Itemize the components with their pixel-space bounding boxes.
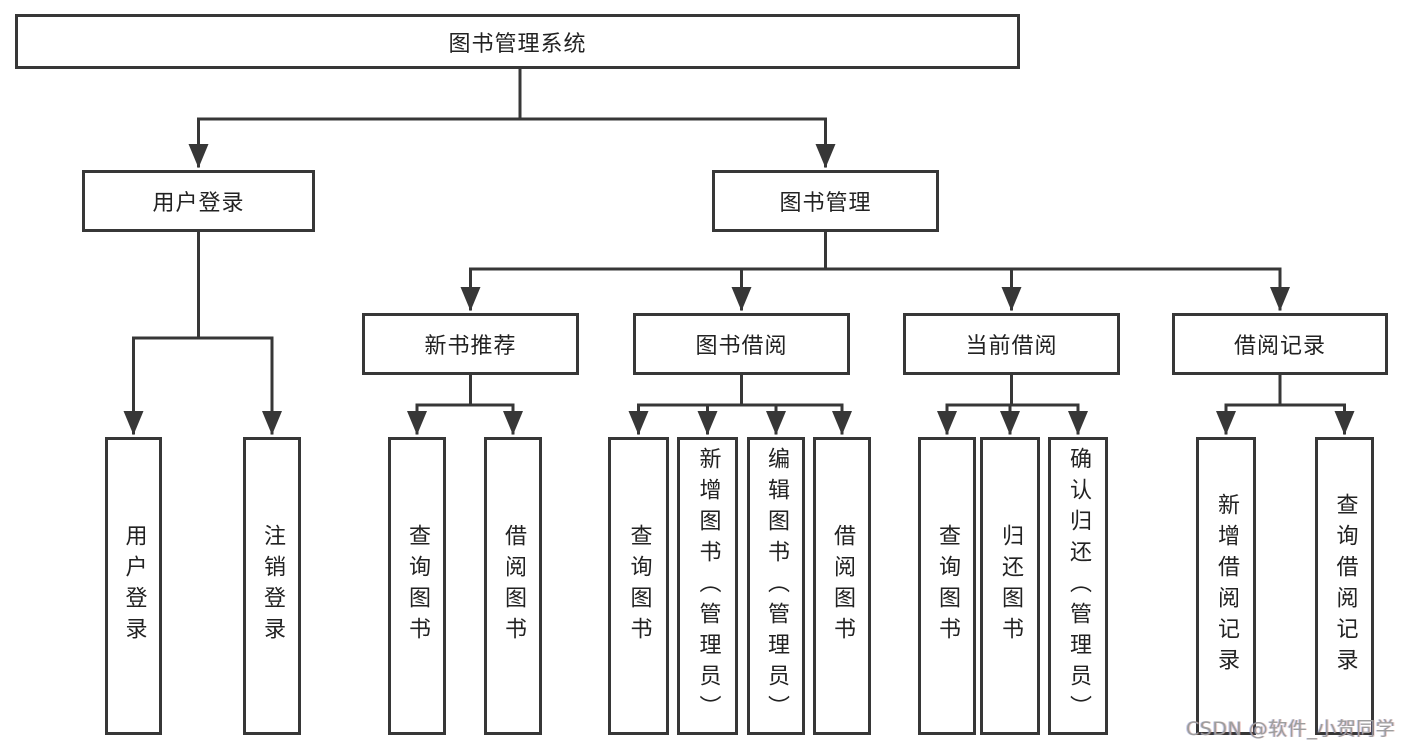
edge-bookmgmt-stem-bar [469,230,1282,271]
node-label: 新增图书（管理员） [695,446,721,726]
node-label: 注销登录 [260,524,285,648]
node-label: 查询借阅记录 [1332,493,1358,679]
node-new-book-rec: 新书推荐 [362,313,579,375]
node-label: 借阅图书 [830,524,855,648]
node-leaf-borrow-book-2: 借阅图书 [813,437,871,735]
node-book-borrow: 图书借阅 [633,313,850,375]
node-leaf-edit-book: 编辑图书（管理员） [747,437,805,735]
node-leaf-user-login: 用户登录 [105,437,162,735]
node-leaf-query-book-3: 查询图书 [918,437,976,735]
node-label: 查询图书 [405,524,430,648]
node-leaf-confirm-return: 确认归还（管理员） [1048,437,1108,735]
node-leaf-return-book: 归还图书 [980,437,1040,735]
node-leaf-query-record: 查询借阅记录 [1315,437,1374,735]
node-user-login: 用户登录 [82,170,315,232]
node-label: 借阅图书 [501,524,526,648]
node-book-mgmt: 图书管理 [712,170,939,232]
node-label: 新增借阅记录 [1214,493,1239,679]
node-label: 查询图书 [935,524,960,648]
node-leaf-query-book-2: 查询图书 [608,437,669,735]
node-label: 归还图书 [998,524,1023,648]
edge-records-stem-bar [1224,373,1346,407]
node-label: 查询图书 [626,524,652,648]
edge-newbook-stem-bar [415,373,515,407]
csdn-watermark: CSDN @软件_小贺同学 [1186,718,1396,740]
node-leaf-add-book: 新增图书（管理员） [677,437,738,735]
node-label: 编辑图书（管理员） [764,446,789,726]
node-current-borrow: 当前借阅 [903,313,1120,375]
edge-bookborrow-stem-bar [637,373,844,407]
node-leaf-logout: 注销登录 [243,437,301,735]
node-borrow-records: 借阅记录 [1172,313,1388,375]
node-label: 用户登录 [121,524,147,648]
node-leaf-query-book-1: 查询图书 [388,437,446,735]
node-leaf-borrow-book-1: 借阅图书 [484,437,542,735]
node-root: 图书管理系统 [15,14,1020,69]
edge-userlogin-stem-bar [132,230,274,340]
node-label: 确认归还（管理员） [1066,446,1091,726]
edge-currentborrow-stem-bar [945,373,1080,407]
node-leaf-add-record: 新增借阅记录 [1196,437,1256,735]
